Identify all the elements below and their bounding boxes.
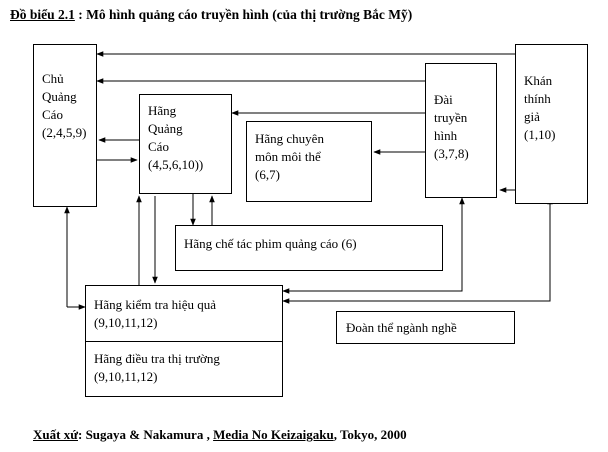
arrow-audience-research	[282, 197, 553, 304]
box-effect-research: Hãng kiểm tra hiệu quả (9,10,11,12)	[86, 286, 282, 342]
source-rest: , Tokyo, 2000	[333, 427, 407, 442]
production-line-1: Hãng chế tác phim quảng cáo (6)	[184, 236, 357, 251]
agency-line-2: Quảng	[148, 121, 183, 136]
station-line-2: truyền	[434, 110, 468, 125]
source-book: Media No Keizaigaku	[213, 427, 334, 442]
audience-line-3: giả	[524, 109, 540, 124]
box-advertiser: Chủ Quảng Cáo (2,4,5,9)	[33, 44, 97, 207]
station-line-3: hình	[434, 128, 458, 143]
box-research-group: Hãng kiểm tra hiệu quả (9,10,11,12) Hãng…	[85, 285, 283, 397]
box-production: Hãng chế tác phim quảng cáo (6)	[175, 225, 443, 271]
station-line-4: (3,7,8)	[434, 146, 469, 161]
figure-title: Đồ biểu 2.1 : Mô hình quảng cáo truyền h…	[10, 7, 412, 23]
agency-line-1: Hãng	[148, 103, 177, 118]
market-research-line-2: (9,10,11,12)	[94, 369, 158, 384]
figure-label: Đồ biểu 2.1	[10, 7, 75, 22]
box-audience: Khán thính giả (1,10)	[515, 44, 588, 204]
source-label: Xuất xứ	[33, 427, 78, 442]
station-line-1: Đài	[434, 92, 453, 107]
source-citation: Xuất xứ: Sugaya & Nakamura , Media No Ke…	[33, 427, 407, 443]
source-authors: : Sugaya & Nakamura ,	[78, 427, 210, 442]
market-research-line-1: Hãng điều tra thị trường	[94, 351, 220, 366]
box-trade-association: Đoàn thể ngành nghề	[336, 311, 515, 344]
box-ad-agency: Hãng Quảng Cáo (4,5,6,10))	[139, 94, 232, 194]
audience-line-4: (1,10)	[524, 127, 556, 142]
agency-line-3: Cáo	[148, 139, 169, 154]
audience-line-1: Khán	[524, 73, 553, 88]
box-market-research: Hãng điều tra thị trường (9,10,11,12)	[86, 342, 282, 396]
figure-caption: : Mô hình quảng cáo truyền hình (của thị…	[78, 7, 413, 22]
audience-line-2: thính	[524, 91, 551, 106]
effect-research-line-1: Hãng kiểm tra hiệu quả	[94, 297, 217, 312]
advertiser-line-4: (2,4,5,9)	[42, 125, 87, 140]
advertiser-line-3: Cáo	[42, 107, 63, 122]
media-firm-line-2: môn môi thể	[255, 149, 321, 164]
advertiser-line-2: Quảng	[42, 89, 77, 104]
media-firm-line-3: (6,7)	[255, 167, 280, 182]
box-tv-station: Đài truyền hình (3,7,8)	[425, 63, 497, 198]
effect-research-line-2: (9,10,11,12)	[94, 315, 158, 330]
trade-association-line-1: Đoàn thể ngành nghề	[346, 320, 457, 335]
media-firm-line-1: Hãng chuyên	[255, 131, 324, 146]
box-media-firm: Hãng chuyên môn môi thể (6,7)	[246, 121, 372, 202]
agency-line-4: (4,5,6,10))	[148, 157, 204, 172]
advertiser-line-1: Chủ	[42, 71, 64, 86]
